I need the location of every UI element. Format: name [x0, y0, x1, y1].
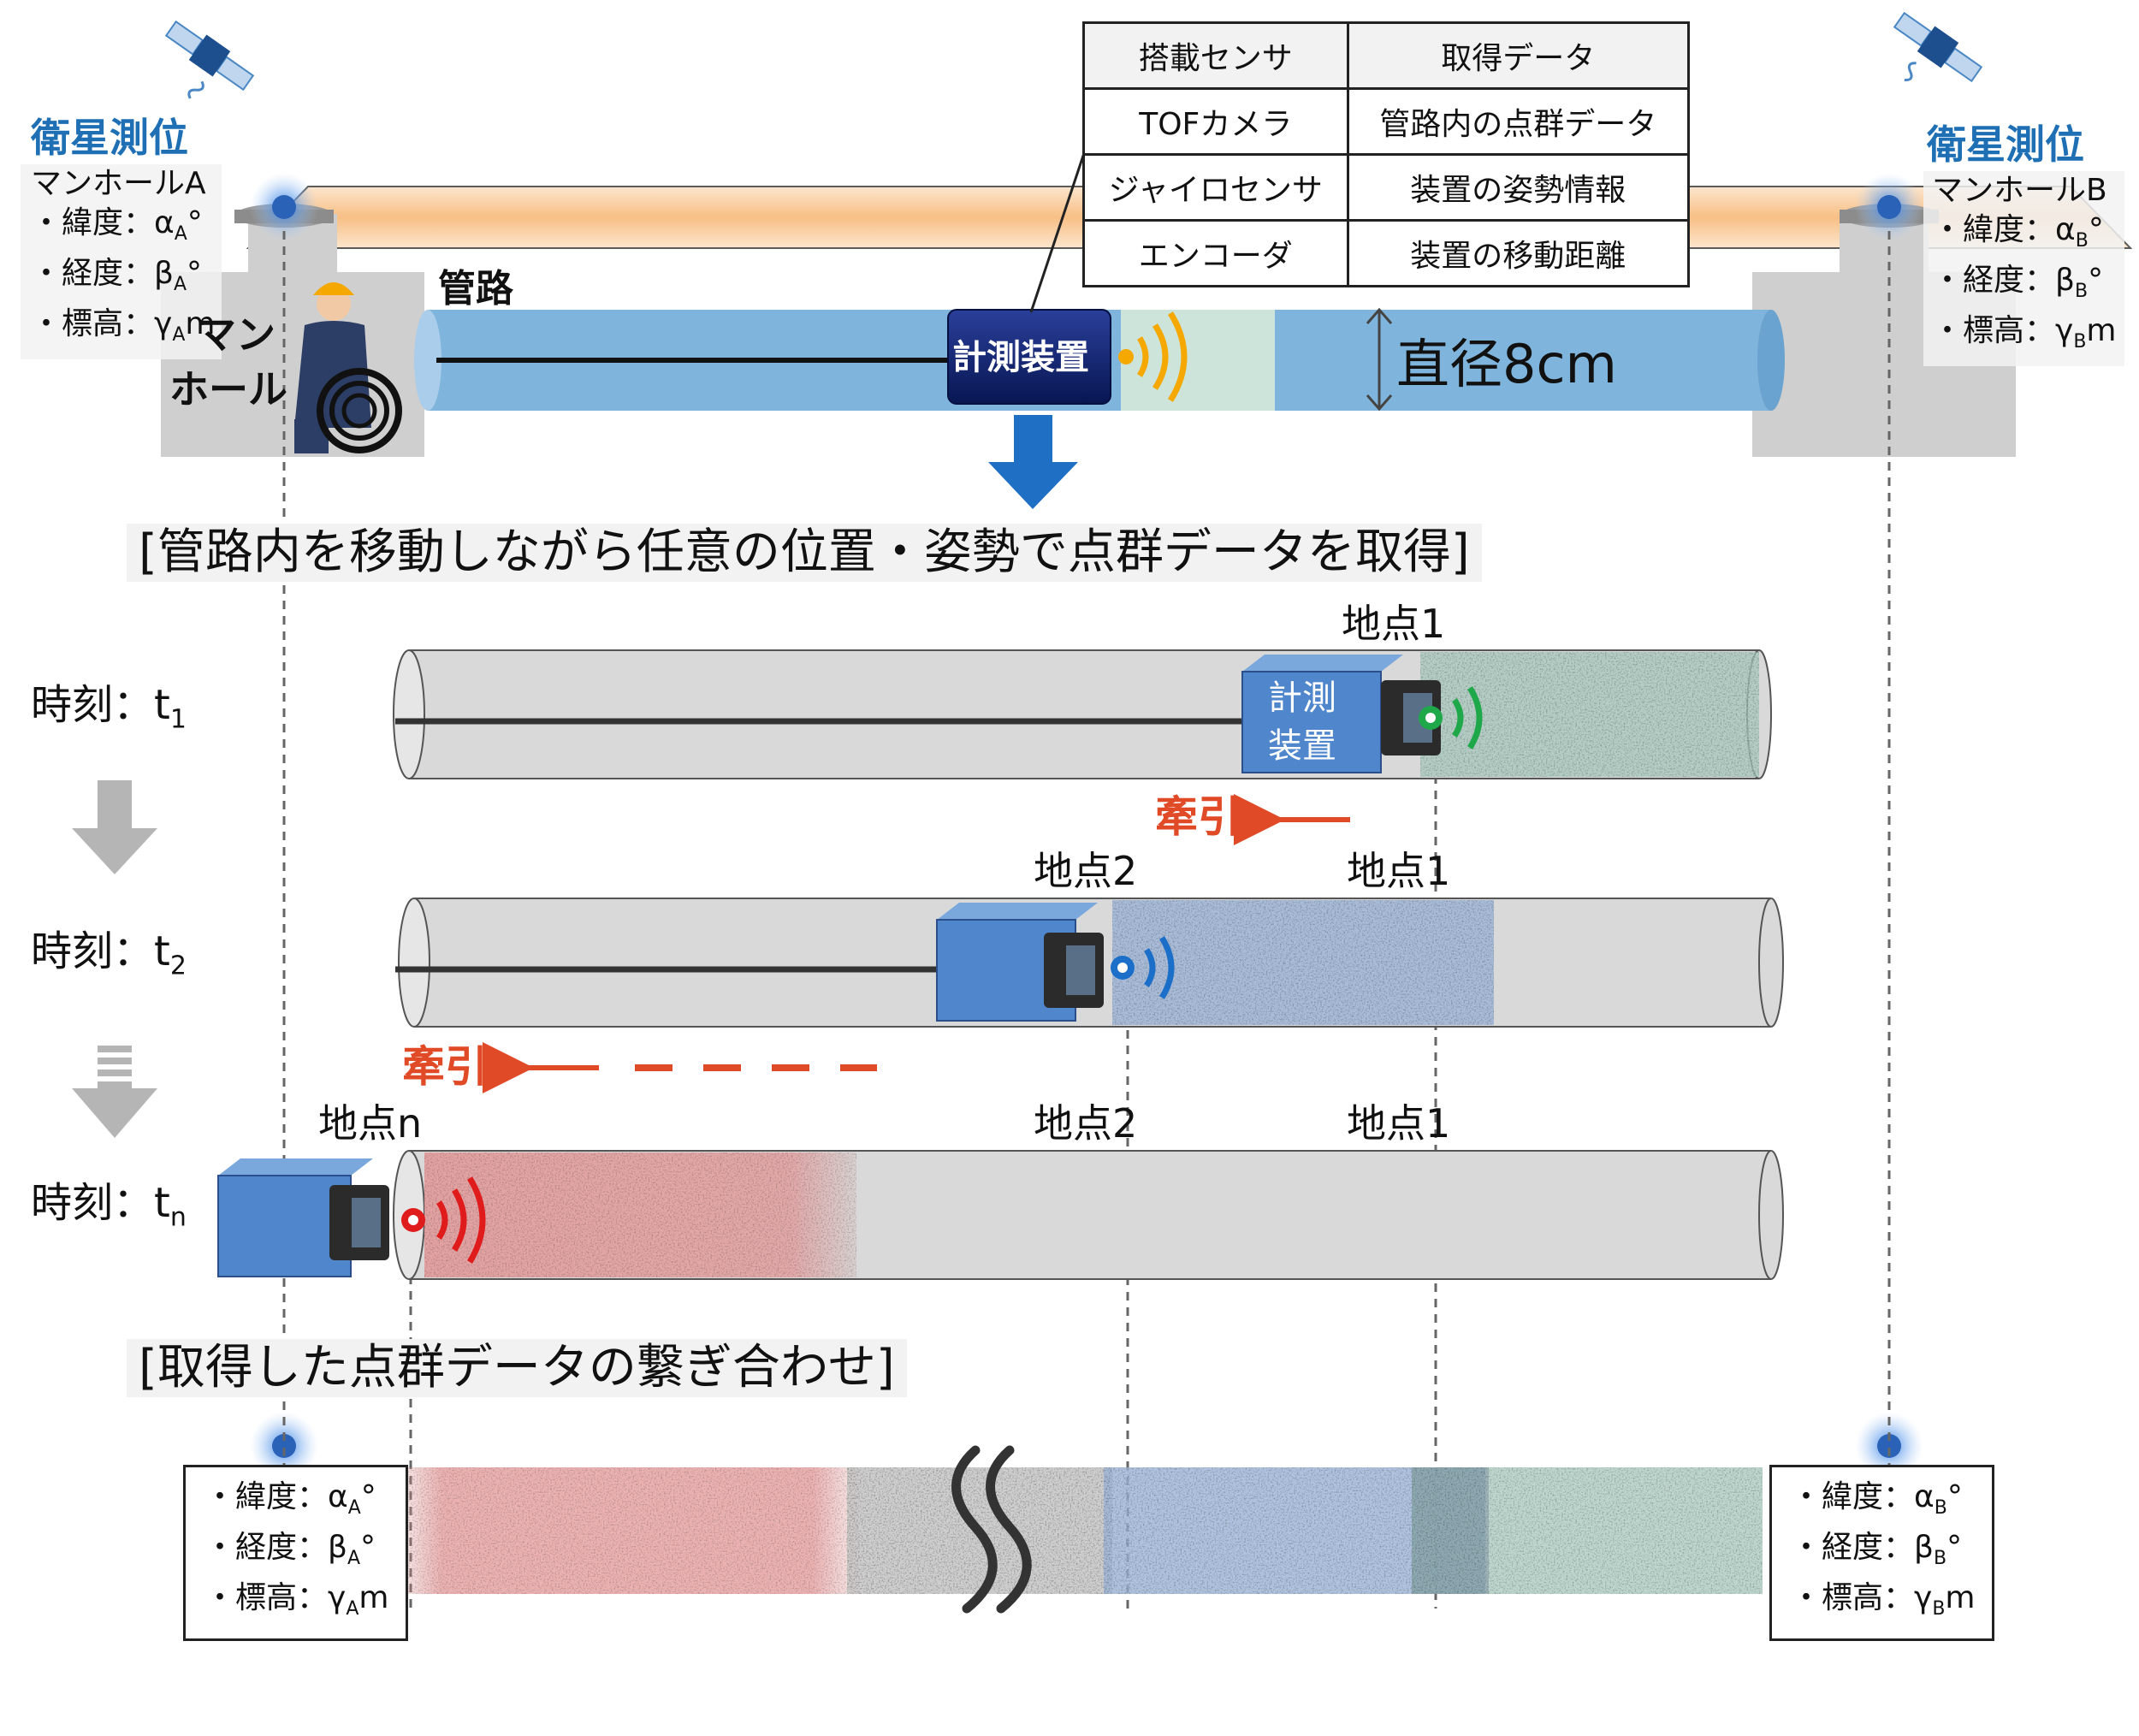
sensor-table-cell: エンコーダ [1082, 219, 1349, 287]
break-symbol-icon [951, 1445, 1032, 1614]
time-arrow-dashed-icon [72, 1046, 157, 1138]
manhole-label-line1: マン [197, 311, 276, 358]
satellite-label-a: 衛星測位 [31, 115, 188, 161]
worker-figure [294, 282, 402, 453]
diameter-arrow [1366, 307, 1393, 412]
device-t2 [936, 903, 1175, 1022]
sensor-table-row: エンコーダ 装置の移動距離 [1082, 219, 1691, 287]
sensor-table-cell: 管路内の点群データ [1346, 87, 1691, 156]
pull-label-2: 牽引 [402, 1042, 488, 1092]
merged-b-lat: ・緯度：αB° [1791, 1479, 1963, 1520]
time-label-t1: 時刻：t1 [31, 681, 187, 735]
manhole-a-info: マンホールA ・緯度：αA° ・経度：βA° ・標高：γAm [21, 164, 222, 359]
merged-a-lat: ・緯度：αA° [204, 1479, 376, 1520]
sensor-table-header-cell: 搭載センサ [1082, 21, 1349, 90]
merged-info-box-a: ・緯度：αA° ・経度：βA° ・標高：γAm [183, 1465, 409, 1641]
sensor-table: 搭載センサ 取得データ TOFカメラ 管路内の点群データ ジャイロセンサ 装置の… [1082, 21, 1691, 287]
down-arrow-icon [988, 415, 1078, 509]
manhole-b-info: マンホールB ・緯度：αB° ・経度：βB° ・標高：γBm [1923, 171, 2125, 366]
diameter-label: 直径8cm [1396, 333, 1617, 395]
manhole-label-line2: ホール [169, 366, 287, 412]
pipe-t1 [393, 649, 1772, 779]
sensor-table-cell: 装置の移動距離 [1346, 219, 1691, 287]
point-1-label-t2: 地点1 [1347, 848, 1451, 894]
table-leader-line [1029, 145, 1088, 313]
manhole-b-lat: ・緯度：αB° [1932, 212, 2104, 252]
sensor-table-header-cell: 取得データ [1346, 21, 1691, 90]
merged-a-lon: ・経度：βA° [204, 1530, 376, 1570]
device-tn [217, 1158, 486, 1277]
sensor-table-header: 搭載センサ 取得データ [1082, 21, 1691, 90]
point-2-label-tn: 地点2 [1034, 1100, 1138, 1146]
time-label-tn: 時刻：tn [31, 1179, 187, 1233]
satellite-icon [1893, 11, 1983, 83]
sensor-table-cell: ジャイロセンサ [1082, 153, 1349, 222]
device-label: 計測装置 [952, 338, 1089, 377]
manhole-a-lat: ・緯度：αA° [31, 205, 203, 246]
satellite-icon [164, 20, 255, 99]
merged-point-cloud [395, 1467, 1763, 1594]
point-2-label-t2: 地点2 [1034, 848, 1138, 894]
sensor-table-cell: TOFカメラ [1082, 87, 1349, 156]
merged-info-box-b: ・緯度：αB° ・経度：βB° ・標高：γBm [1769, 1465, 1995, 1641]
time-label-t2: 時刻：t2 [31, 927, 187, 981]
pipe-label: 管路 [438, 267, 513, 311]
device-t1 [1241, 655, 1483, 773]
device-label-t1-line2: 装置 [1268, 726, 1336, 766]
pull-label-1: 牽引 [1155, 792, 1241, 842]
time-arrow-solid-icon [72, 780, 157, 874]
manhole-b-alt: ・標高：γBm [1932, 313, 2117, 353]
sensor-table-row: ジャイロセンサ 装置の姿勢情報 [1082, 153, 1691, 222]
point-1-label-t1: 地点1 [1342, 601, 1446, 647]
device-top [947, 309, 1188, 405]
sensor-table-cell: 装置の姿勢情報 [1346, 153, 1691, 222]
device-label-t1-line1: 計測 [1268, 678, 1336, 718]
banner-acquire: [管路内を移動しながら任意の位置・姿勢で点群データを取得] [127, 524, 1482, 582]
manhole-a-alt: ・標高：γAm [31, 306, 216, 347]
manhole-a-lon: ・経度：βA° [31, 256, 203, 296]
pipe-tn [393, 1150, 1784, 1280]
merged-b-lon: ・経度：βB° [1791, 1530, 1963, 1570]
point-n-label: 地点n [318, 1100, 423, 1146]
sensor-table-row: TOFカメラ 管路内の点群データ [1082, 87, 1691, 156]
point-1-label-tn: 地点1 [1347, 1100, 1451, 1146]
manhole-b-name: マンホールB [1932, 173, 2107, 208]
manhole-a-name: マンホールA [31, 166, 206, 201]
merged-a-alt: ・標高：γAm [204, 1580, 389, 1620]
satellite-label-b: 衛星測位 [1927, 121, 2084, 168]
merged-b-alt: ・標高：γBm [1791, 1580, 1976, 1620]
banner-merge: [取得した点群データの繋ぎ合わせ] [127, 1339, 907, 1397]
manhole-b-lon: ・経度：βB° [1932, 263, 2104, 303]
